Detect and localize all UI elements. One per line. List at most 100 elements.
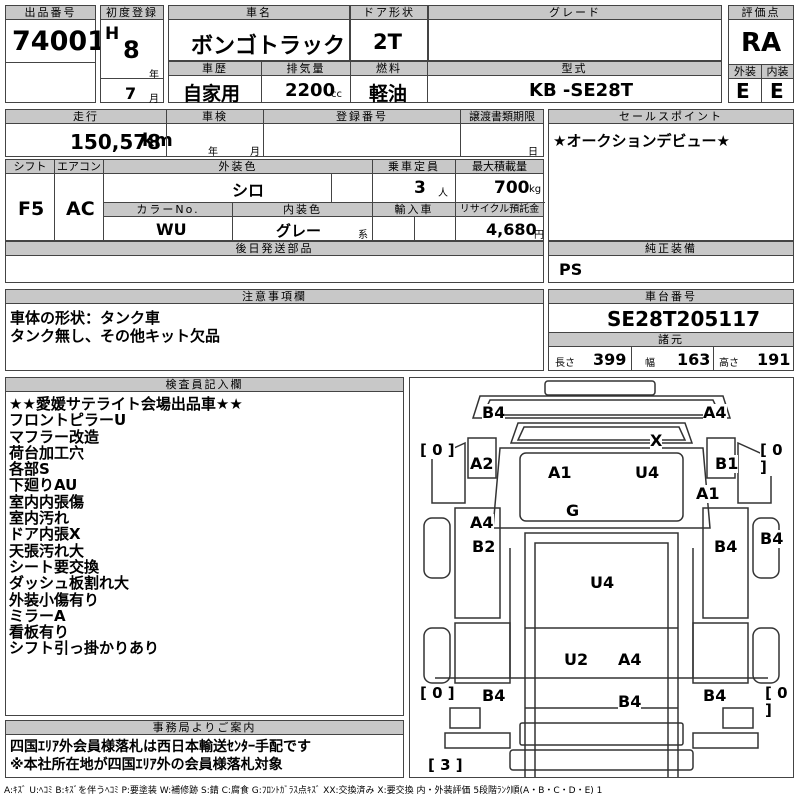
width: 163 [677, 350, 711, 369]
load-unit: kg [529, 184, 542, 195]
load-label: 最大積載量 [456, 160, 543, 174]
genuine-box: 純正装備 PS [548, 241, 794, 283]
lot-box: 出品番号 74001 [5, 5, 106, 103]
office-line: ※本社所在地が四国ｴﾘｱ外の会員様落札対象 [10, 757, 283, 773]
int-grade: E [770, 79, 784, 103]
specs-label: 諸元 [549, 333, 793, 347]
ac-label: エアコン [55, 160, 103, 174]
int-color: グレー [276, 222, 322, 240]
chassis-number: SE28T205117 [607, 307, 761, 331]
displacement-label: 排気量 [262, 62, 350, 76]
lot-number: 74001 [12, 26, 106, 57]
notes-line: タンク無し、その他キット欠品 [10, 327, 221, 345]
color: シロ [232, 181, 265, 200]
chassis-box: 車台番号 SE28T205117 諸元 長さ 399 幅 163 高さ 191 [548, 289, 794, 371]
insp-month-unit: 月 [250, 147, 260, 158]
recycle: 4,680 [486, 220, 537, 239]
sales-point-box: セールスポイント ★オークションデビュー★ [548, 109, 794, 241]
office-line: 四国ｴﾘｱ外会員様落札は西日本輸送ｾﾝﾀｰ手配です [10, 739, 311, 755]
height: 191 [757, 350, 791, 369]
recycle-unit: 円 [534, 230, 544, 241]
reg-year: 8 [123, 36, 140, 64]
inspector-label: 検査員記入欄 [6, 378, 403, 392]
color-no-label: カラーNo. [104, 203, 232, 217]
mileage-inspection-row: 走行 150,578 km 車検 年 月 登録番号 譲渡書類期限 日 [5, 109, 544, 158]
damage-mark: A4 [703, 403, 727, 422]
ext-label: 外装 [729, 65, 761, 79]
inspector-line: 室内内張傷 [9, 492, 85, 511]
door-box: ドア形状 2T [350, 5, 428, 61]
office-label: 事務局よりご案内 [6, 721, 403, 735]
length: 399 [593, 350, 627, 369]
displacement-unit: cc [331, 89, 342, 100]
inspection-label: 車検 [167, 110, 263, 124]
int-color-unit: 系 [358, 230, 368, 241]
legend: A:ｷｽﾞ U:ﾍｺﾐ B:ｷｽﾞを伴うﾍｺﾐ P:要塗装 W:補修跡 S:錆 … [4, 786, 603, 796]
reg-no-label: 登録番号 [264, 110, 460, 124]
capacity: 3 [414, 178, 426, 198]
inspector-line: 看板有り [9, 623, 70, 642]
recycle-label: リサイクル預託金 [456, 203, 543, 217]
damage-mark: U4 [590, 573, 615, 592]
transfer-day-unit: 日 [528, 147, 538, 158]
inspector-line: 下廻りAU [9, 476, 78, 495]
tire-count: [ 0 ] [420, 441, 455, 459]
damage-mark: A2 [470, 454, 494, 473]
score-label: 評価点 [729, 6, 793, 20]
fuel-label: 燃料 [351, 62, 427, 76]
mileage: 150,578 [70, 130, 162, 154]
transfer-label: 譲渡書類期限 [461, 110, 543, 124]
vehicle-outline [423, 380, 780, 777]
inspector-line: 荷台加工穴 [9, 443, 85, 462]
inspector-line: フロントピラーU [9, 411, 127, 430]
damage-mark: B4 [618, 692, 642, 711]
damage-mark: A4 [618, 650, 642, 669]
history: 自家用 [183, 83, 241, 105]
inspector-line: ★★愛媛サテライト会場出品車★★ [9, 395, 243, 413]
inspector-line: 室内汚れ [9, 509, 70, 528]
genuine-label: 純正装備 [549, 242, 793, 256]
int-color-label: 内装色 [233, 203, 372, 217]
damage-mark: U4 [635, 463, 660, 482]
inspector-line: ドア内張X [9, 525, 81, 544]
chassis-label: 車台番号 [549, 290, 793, 304]
door-label: ドア形状 [351, 6, 427, 20]
damage-mark: G [566, 501, 580, 520]
damage-mark: B4 [482, 686, 506, 705]
tire-count: [ 0 ] [420, 684, 455, 702]
era: H [105, 24, 120, 44]
tire-count: [ 0 ] [760, 442, 793, 476]
sales-point: ★オークションデビュー★ [553, 132, 730, 150]
inspector-line: 外装小傷有り [9, 590, 100, 609]
capacity-unit: 人 [438, 188, 448, 199]
year-unit: 年 [149, 70, 159, 81]
score: RA [741, 28, 782, 58]
color-label: 外装色 [104, 160, 372, 174]
damage-mark: U2 [564, 650, 589, 669]
reg-month: 7 [125, 84, 137, 103]
mileage-label: 走行 [6, 110, 166, 124]
tire-count: [ 3 ] [428, 756, 463, 774]
later-parts-box: 後日発送部品 [5, 241, 544, 283]
notes-label: 注意事項欄 [6, 290, 543, 304]
mileage-unit: km [142, 130, 173, 151]
height-label: 高さ [719, 358, 739, 369]
inspector-line: 天張汚れ大 [9, 541, 85, 560]
capacity-label: 乗車定員 [373, 160, 455, 174]
fuel: 軽油 [369, 83, 408, 105]
insp-year-unit: 年 [208, 147, 218, 158]
car-name-box: 車名 ボンゴトラック [168, 5, 350, 61]
damage-mark: B4 [714, 537, 738, 556]
shift-label: シフト [6, 160, 54, 174]
notes-box: 注意事項欄 車体の形状：タンク車 タンク無し、その他キット欠品 [5, 289, 544, 371]
inspector-line: ミラーA [9, 606, 66, 625]
score-box: 評価点 RA 外装 内装 E E [728, 5, 794, 103]
car-name-label: 車名 [169, 6, 349, 20]
damage-mark: B2 [472, 537, 496, 556]
ac: AC [66, 198, 95, 220]
ext-grade: E [736, 79, 750, 103]
lot-label: 出品番号 [6, 6, 95, 20]
